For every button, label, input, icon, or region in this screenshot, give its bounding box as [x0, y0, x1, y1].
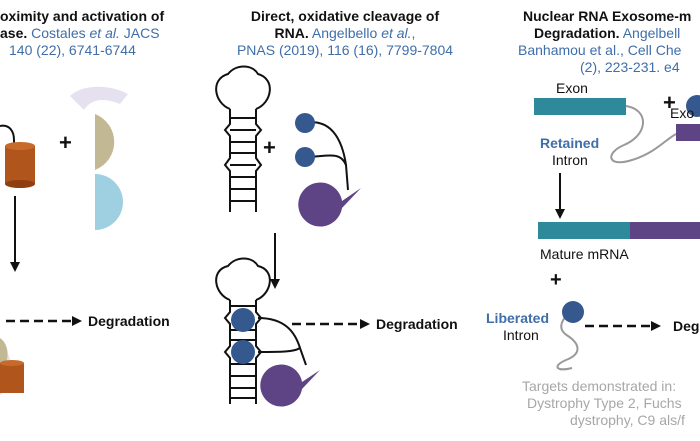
rna-tether-line	[0, 124, 15, 148]
intron-label: Intron	[552, 152, 588, 168]
mature-mrna-purple	[630, 222, 700, 239]
protein-complex-icon	[70, 86, 128, 230]
ligand-circle-icon	[562, 301, 584, 323]
exon-left-bar	[534, 98, 626, 115]
panel2-citation-etal[interactable]: et al.	[381, 25, 412, 41]
bleomycin-conjugate-icon	[295, 113, 361, 227]
panel3-citation-line3[interactable]: Banhamou et al., Cell Che	[518, 42, 682, 58]
panel1-citation-journal[interactable]: JACS	[119, 25, 160, 41]
panel3-heading-line2: Degradation. Angelbell	[534, 25, 680, 42]
plus-sign: +	[550, 269, 562, 291]
plus-sign: +	[263, 135, 276, 160]
panel3-graphics	[534, 95, 700, 371]
panel2-heading-bold: RNA.	[274, 25, 309, 41]
liberated-label: Liberated	[486, 310, 550, 326]
degradation-label: Deg	[673, 318, 700, 334]
exon-left-label: Exon	[556, 80, 588, 96]
panel3-citation-line4[interactable]: (2), 223-231. e4	[580, 59, 680, 75]
panel1-heading-line1: oximity and activation of	[0, 8, 165, 24]
exon-right-label: Exo	[670, 105, 695, 121]
panel1-heading-bold: ase.	[0, 25, 28, 41]
hairpin-rna-icon	[215, 65, 271, 212]
plus-sign: +	[59, 130, 72, 155]
targets-line1: Targets demonstrated in:	[522, 378, 677, 394]
degraded-complex-icon	[0, 338, 24, 395]
panel2-heading-line2: RNA. Angelbello et al.,	[210, 25, 480, 42]
mature-mrna-teal	[538, 222, 630, 239]
panel1-heading-line2: ase. Costales et al. JACS	[0, 25, 160, 42]
panel2-citation-end[interactable]: ,	[411, 25, 416, 41]
panel3-heading-bold: Degradation.	[534, 25, 620, 41]
targets-line2: Dystrophy Type 2, Fuchs	[527, 395, 682, 411]
exon-right-bar	[676, 124, 700, 141]
panel1-citation[interactable]: Costales	[27, 25, 90, 41]
plus-sign: +	[663, 90, 676, 115]
orange-cylinder-icon	[5, 142, 35, 188]
panel1-citation-etal[interactable]: et al.	[89, 25, 120, 41]
retained-label: Retained	[540, 135, 600, 151]
panel1-citation-line3[interactable]: 140 (22), 6741-6744	[9, 42, 136, 58]
panel3-heading-line1: Nuclear RNA Exosome-m	[523, 8, 692, 24]
mature-mrna-label: Mature mRNA	[540, 246, 629, 262]
panel2-graphics	[215, 65, 370, 407]
degradation-label: Degradation	[88, 313, 170, 329]
liberated-intron-line	[556, 313, 579, 371]
bound-hairpin-icon	[215, 257, 320, 407]
targets-line3: dystrophy, C9 als/f	[570, 412, 685, 428]
panel3-citation[interactable]: Angelbell	[619, 25, 681, 41]
panel2-citation-line3[interactable]: PNAS (2019), 116 (16), 7799-7804	[236, 42, 454, 58]
panel2-citation[interactable]: Angelbello	[308, 25, 382, 41]
retained-intron-line	[610, 105, 677, 164]
intron-label: Intron	[503, 327, 539, 343]
panel2-heading-line1: Direct, oxidative cleavage of	[250, 8, 440, 24]
panel1-graphics	[0, 86, 128, 395]
degradation-label: Degradation	[376, 316, 458, 332]
ligand-circle-icon	[686, 95, 700, 117]
